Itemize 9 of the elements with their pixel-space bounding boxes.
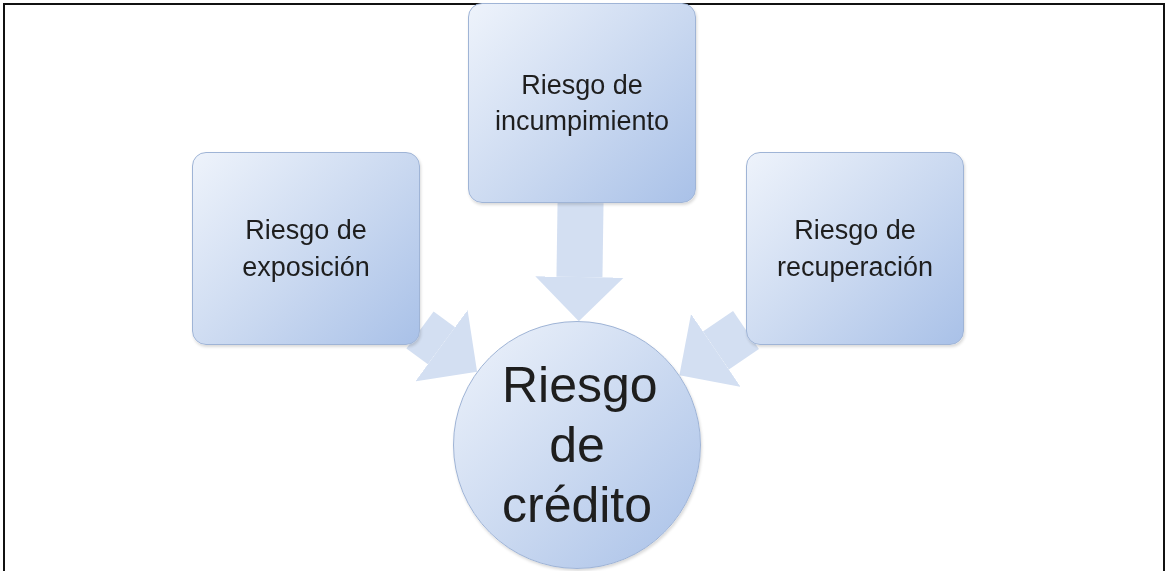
block-arrow: [406, 310, 478, 382]
block-arrow: [535, 202, 624, 322]
node-label: Riesgo de incumpimiento: [493, 68, 671, 138]
rounded-box: [468, 3, 696, 203]
rounded-box: [192, 152, 420, 345]
node-label: Riesgo de recuperación: [775, 214, 935, 284]
block-arrow: [679, 311, 759, 387]
rounded-box: [746, 152, 964, 345]
node-label: Riesgo de exposición: [241, 214, 371, 284]
